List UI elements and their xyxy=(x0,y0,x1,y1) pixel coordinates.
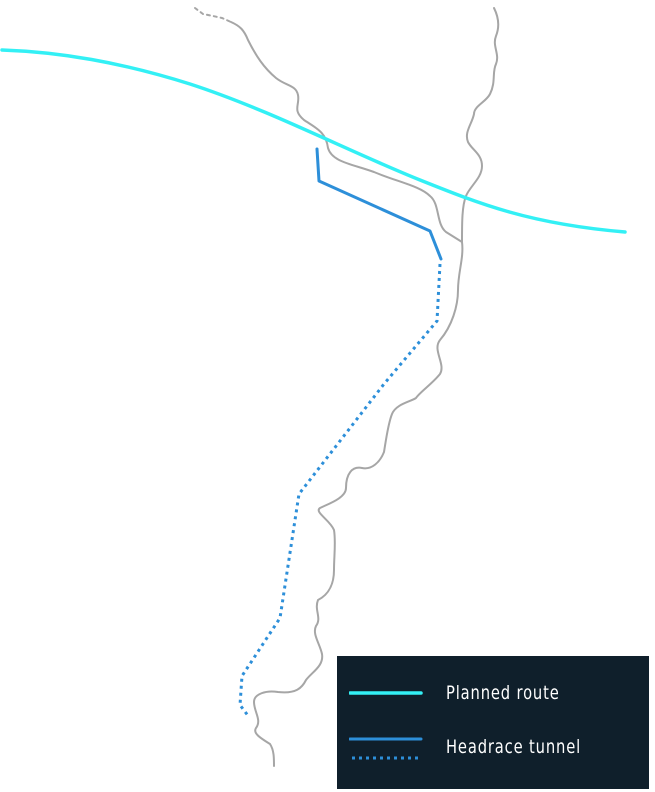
river-tributary-east xyxy=(461,7,500,243)
legend-item-headrace-tunnel: Headrace tunnel xyxy=(337,732,649,762)
legend-swatch-planned-route xyxy=(349,691,423,695)
headrace-tunnel-solid xyxy=(315,147,443,261)
legend-label-headrace-tunnel: Headrace tunnel xyxy=(446,736,582,758)
planned-route-line xyxy=(0,48,627,234)
river-main xyxy=(253,241,464,767)
legend-label-planned-route: Planned route xyxy=(446,682,560,704)
map-legend: Planned route Headrace tunnel xyxy=(337,656,649,789)
headrace-tunnel-dotted xyxy=(238,263,442,718)
legend-swatch-headrace-tunnel xyxy=(349,737,423,760)
legend-item-planned-route: Planned route xyxy=(337,678,649,708)
river-tributary-west xyxy=(230,21,463,243)
river-tributary-dashed xyxy=(194,7,232,23)
